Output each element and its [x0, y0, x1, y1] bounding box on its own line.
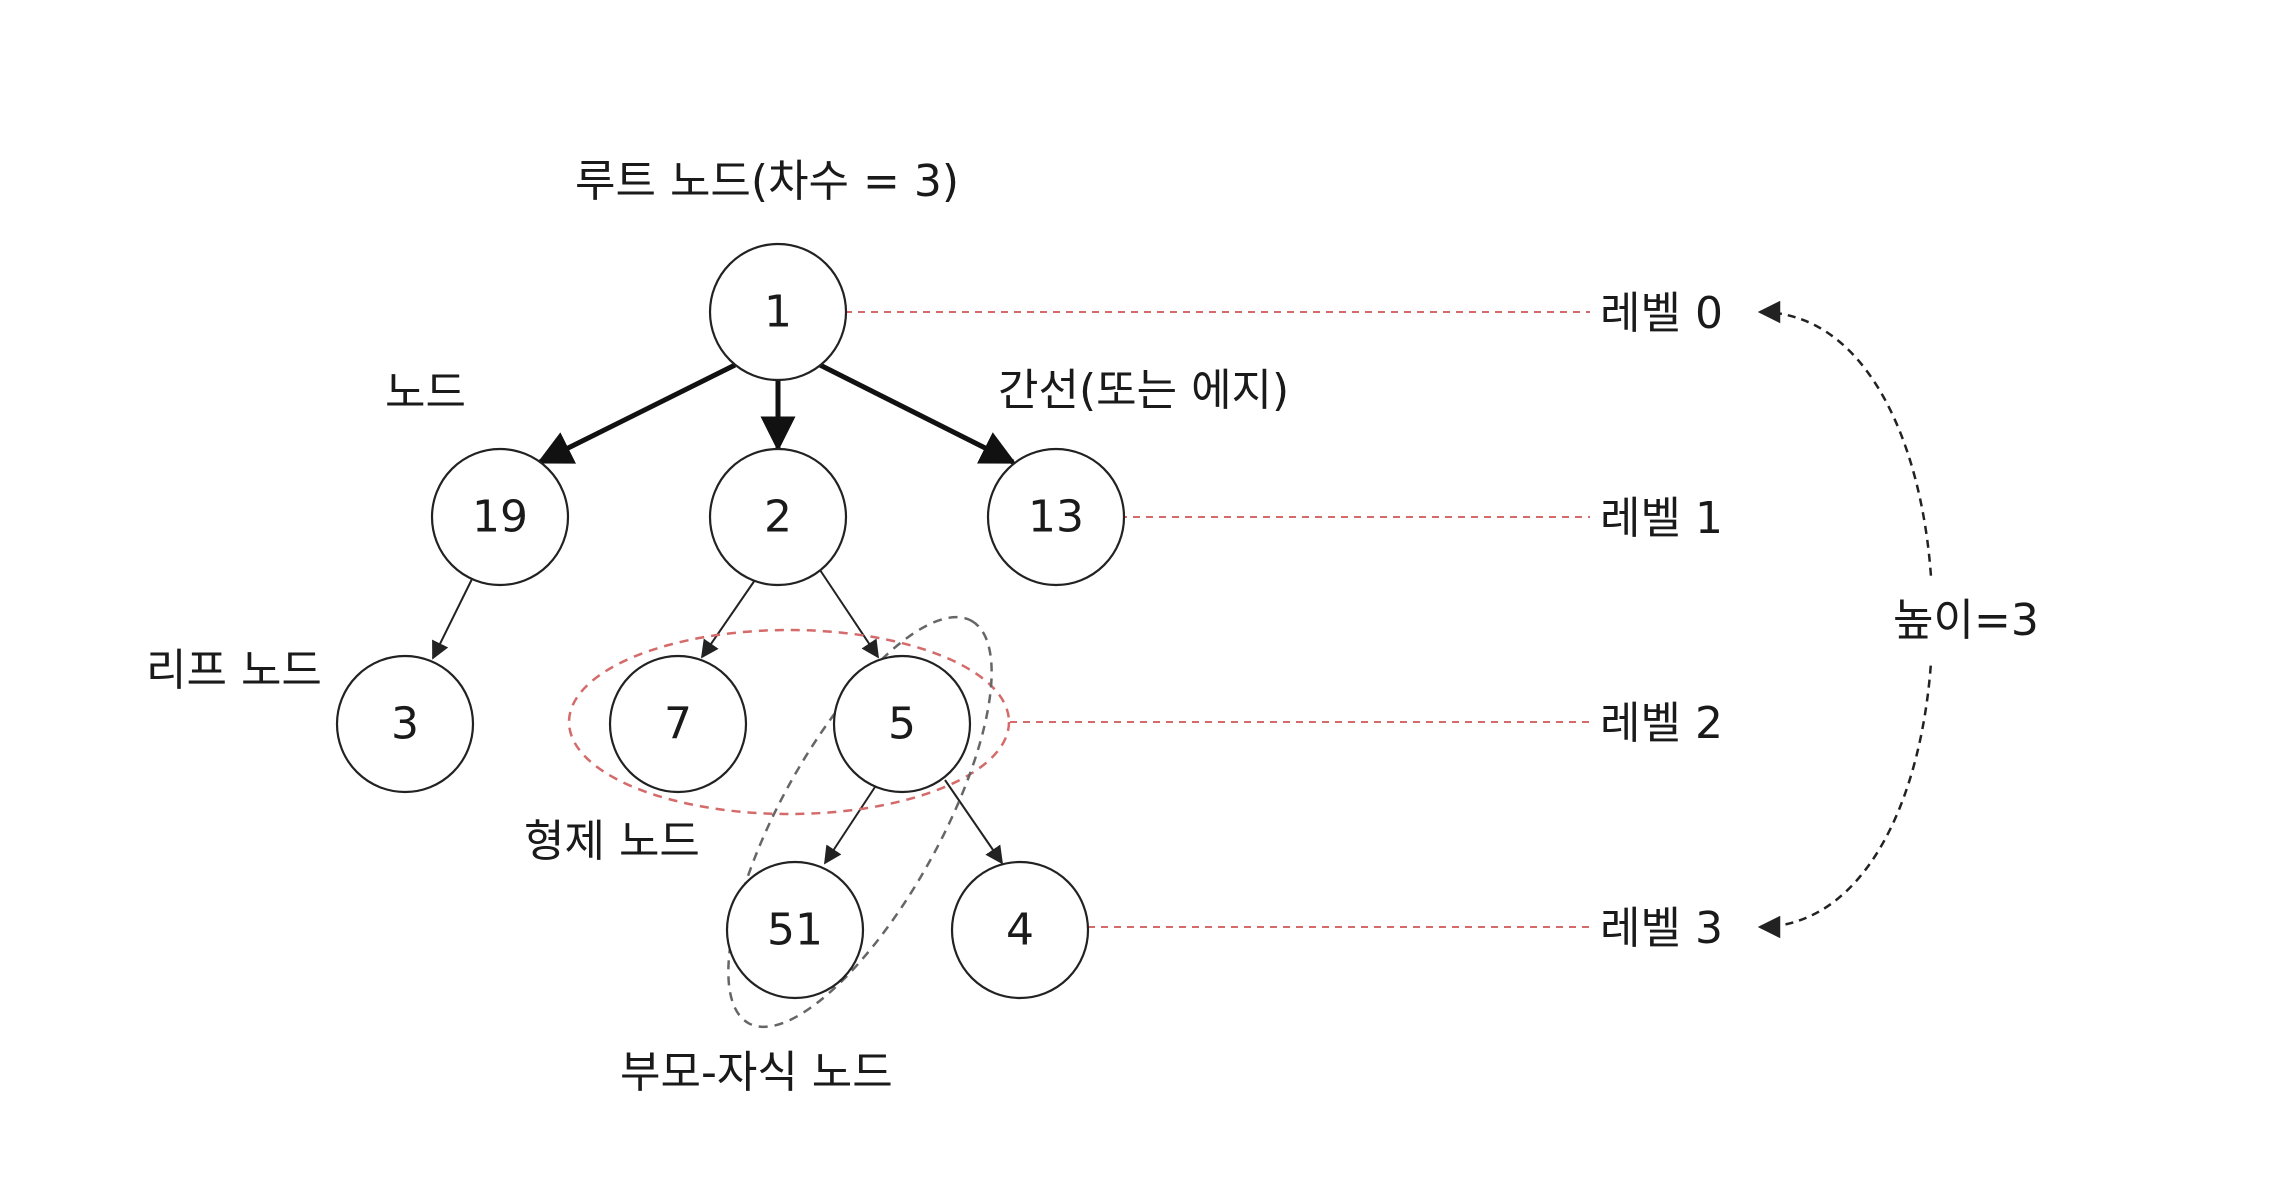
tree-node: 51 — [725, 860, 865, 1000]
node-value: 1 — [764, 287, 792, 338]
edge-2-5 — [819, 569, 879, 659]
level-2-label: 레벨 2 — [1600, 698, 1723, 749]
node-value: 5 — [888, 699, 916, 750]
edge-1-19 — [536, 362, 737, 465]
node-label: 노드 — [385, 367, 466, 418]
node-value: 2 — [764, 492, 792, 543]
edge-19-3 — [432, 576, 474, 660]
level-0-label: 레벨 0 — [1600, 288, 1723, 339]
root-node-label: 루트 노드(차수 = 3) — [575, 156, 959, 207]
edge-5-51 — [824, 786, 876, 865]
node-value: 19 — [472, 492, 528, 543]
tree-node: 2 — [708, 447, 848, 587]
edge-label: 간선(또는 에지) — [998, 365, 1289, 416]
node-value: 13 — [1028, 492, 1084, 543]
edge-2-7 — [700, 579, 756, 659]
sibling-node-label: 형제 노드 — [524, 816, 700, 867]
leaf-node-label: 리프 노드 — [146, 645, 322, 696]
node-value: 51 — [767, 905, 823, 956]
parent-child-group-outline — [727, 615, 993, 1029]
node-value: 4 — [1006, 905, 1034, 956]
tree-node: 5 — [832, 654, 972, 794]
tree-node: 3 — [335, 654, 475, 794]
level-3-label: 레벨 3 — [1600, 903, 1723, 954]
node-value: 3 — [391, 699, 419, 750]
edge-1-13 — [818, 362, 1017, 465]
tree-node: 4 — [950, 860, 1090, 1000]
height-arc — [1757, 300, 1934, 939]
node-value: 7 — [664, 699, 692, 750]
tree-node: 7 — [608, 654, 748, 794]
height-label: 높이=3 — [1893, 595, 2039, 646]
level-1-label: 레벨 1 — [1600, 493, 1723, 544]
tree-node: 19 — [430, 447, 570, 587]
tree-node: 1 — [708, 242, 848, 382]
tree-node: 13 — [986, 447, 1126, 587]
parent-child-node-label: 부모-자식 노드 — [620, 1047, 893, 1098]
edge-5-4 — [944, 779, 1004, 865]
sibling-group-outline — [567, 628, 1011, 816]
height-label-background — [1880, 578, 2040, 662]
